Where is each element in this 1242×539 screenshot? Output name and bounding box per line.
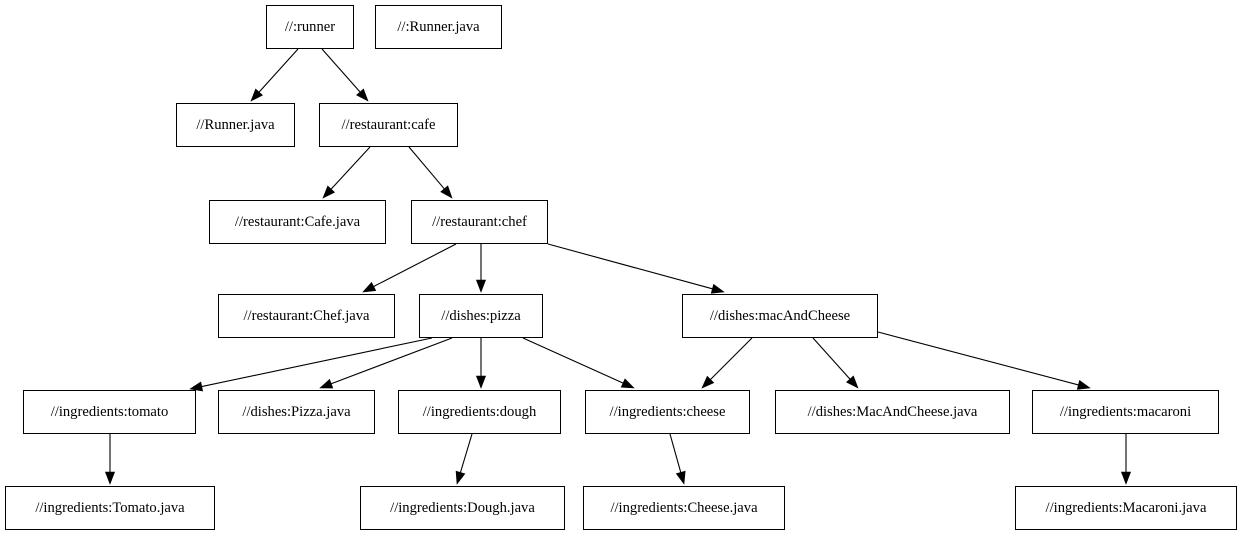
- graph-node-restaurant_cafe[interactable]: //restaurant:cafe: [319, 103, 458, 147]
- graph-edge-restaurant_cafe-to-restaurant_chef: [408, 146, 453, 199]
- graph-edge-runner_target-to-runner_java: [250, 48, 299, 102]
- graph-edge-restaurant_chef-to-dishes_pizza: [475, 244, 487, 293]
- arrow-head-icon: [440, 185, 453, 199]
- graph-node-ingr_macaroni_java[interactable]: //ingredients:Macaroni.java: [1015, 486, 1237, 530]
- graph-node-restaurant_chef[interactable]: //restaurant:chef: [411, 200, 548, 244]
- graph-edge-dishes_macandcheese-to-ingr_cheese: [701, 337, 753, 389]
- graph-node-ingr_dough[interactable]: //ingredients:dough: [398, 390, 561, 434]
- graph-node-label: //ingredients:tomato: [50, 403, 169, 420]
- arrow-head-icon: [455, 470, 466, 485]
- graph-node-label: //ingredients:Dough.java: [390, 499, 535, 516]
- arrow-head-icon: [475, 279, 487, 293]
- graph-node-restaurant_cafe_java[interactable]: //restaurant:Cafe.java: [209, 200, 386, 244]
- graph-node-label: //restaurant:cafe: [341, 116, 436, 133]
- graph-node-label: //restaurant:Chef.java: [243, 307, 370, 324]
- graph-edge-restaurant_chef-to-dishes_macandcheese: [547, 243, 725, 294]
- graph-node-dishes_pizza_java[interactable]: //dishes:Pizza.java: [218, 390, 375, 434]
- graph-node-label: //ingredients:dough: [422, 403, 537, 420]
- graph-node-runner_java[interactable]: //Runner.java: [176, 103, 295, 147]
- graph-edge-dishes_macandcheese-to-ingr_macaroni: [877, 331, 1091, 390]
- graph-node-label: //ingredients:Cheese.java: [610, 499, 758, 516]
- arrow-head-icon: [710, 283, 725, 294]
- graph-node-label: //restaurant:Cafe.java: [234, 213, 361, 230]
- arrow-head-icon: [104, 471, 116, 485]
- arrow-head-icon: [1076, 379, 1091, 390]
- graph-node-label: //ingredients:macaroni: [1059, 403, 1192, 420]
- graph-node-label: //Runner.java: [196, 116, 275, 133]
- graph-node-ingr_macaroni[interactable]: //ingredients:macaroni: [1032, 390, 1219, 434]
- graph-node-ingr_cheese[interactable]: //ingredients:cheese: [585, 390, 750, 434]
- graph-edge-ingr_macaroni-to-ingr_macaroni_java: [1120, 434, 1132, 485]
- arrow-head-icon: [1120, 471, 1132, 485]
- graph-node-runner_target[interactable]: //:runner: [266, 5, 354, 49]
- arrow-head-icon: [675, 470, 686, 485]
- arrow-head-icon: [319, 378, 334, 389]
- graph-edge-dishes_pizza-to-ingr_tomato: [189, 337, 433, 392]
- graph-node-label: //ingredients:Macaroni.java: [1045, 499, 1207, 516]
- graph-node-label: //ingredients:Tomato.java: [35, 499, 185, 516]
- arrow-head-icon: [475, 375, 487, 389]
- graph-edge-ingr_cheese-to-ingr_cheese_java: [669, 433, 686, 485]
- graph-edge-dishes_pizza-to-ingr_dough: [475, 338, 487, 389]
- graph-node-ingr_tomato[interactable]: //ingredients:tomato: [23, 390, 196, 434]
- graph-node-dishes_pizza[interactable]: //dishes:pizza: [419, 294, 543, 338]
- graph-node-dishes_macandcheese[interactable]: //dishes:macAndCheese: [682, 294, 878, 338]
- arrow-head-icon: [620, 378, 635, 389]
- arrow-head-icon: [250, 88, 263, 102]
- arrow-head-icon: [322, 185, 336, 199]
- graph-edge-dishes_pizza-to-dishes_pizza_java: [319, 337, 453, 389]
- graph-node-label: //:Runner.java: [397, 18, 480, 35]
- graph-node-label: //:runner: [284, 18, 336, 35]
- graph-edge-ingr_dough-to-ingr_dough_java: [455, 433, 473, 485]
- graph-node-runner_java_root[interactable]: //:Runner.java: [375, 5, 502, 49]
- graph-node-ingr_tomato_java[interactable]: //ingredients:Tomato.java: [5, 486, 215, 530]
- graph-edge-dishes_pizza-to-ingr_cheese: [522, 337, 635, 389]
- graph-node-label: //dishes:MacAndCheese.java: [807, 403, 978, 420]
- graph-node-ingr_cheese_java[interactable]: //ingredients:Cheese.java: [583, 486, 785, 530]
- graph-node-dishes_mac_java[interactable]: //dishes:MacAndCheese.java: [775, 390, 1010, 434]
- graph-node-ingr_dough_java[interactable]: //ingredients:Dough.java: [360, 486, 565, 530]
- graph-node-label: //dishes:macAndCheese: [709, 307, 851, 324]
- graph-edge-runner_target-to-restaurant_cafe: [321, 48, 369, 102]
- graph-node-label: //dishes:pizza: [441, 307, 521, 324]
- arrow-head-icon: [362, 281, 377, 293]
- graph-node-restaurant_chef_java[interactable]: //restaurant:Chef.java: [218, 294, 395, 338]
- graph-node-label: //restaurant:chef: [432, 213, 527, 230]
- graph-edge-restaurant_cafe-to-restaurant_cafe_java: [322, 146, 371, 199]
- graph-node-label: //dishes:Pizza.java: [242, 403, 351, 420]
- graph-edge-ingr_tomato-to-ingr_tomato_java: [104, 434, 116, 485]
- arrow-head-icon: [356, 88, 369, 102]
- graph-edge-restaurant_chef-to-restaurant_chef_java: [362, 243, 457, 293]
- graph-node-label: //ingredients:cheese: [609, 403, 726, 420]
- arrow-head-icon: [701, 375, 715, 389]
- arrow-head-icon: [846, 375, 859, 389]
- graph-edge-dishes_macandcheese-to-dishes_mac_java: [812, 337, 859, 389]
